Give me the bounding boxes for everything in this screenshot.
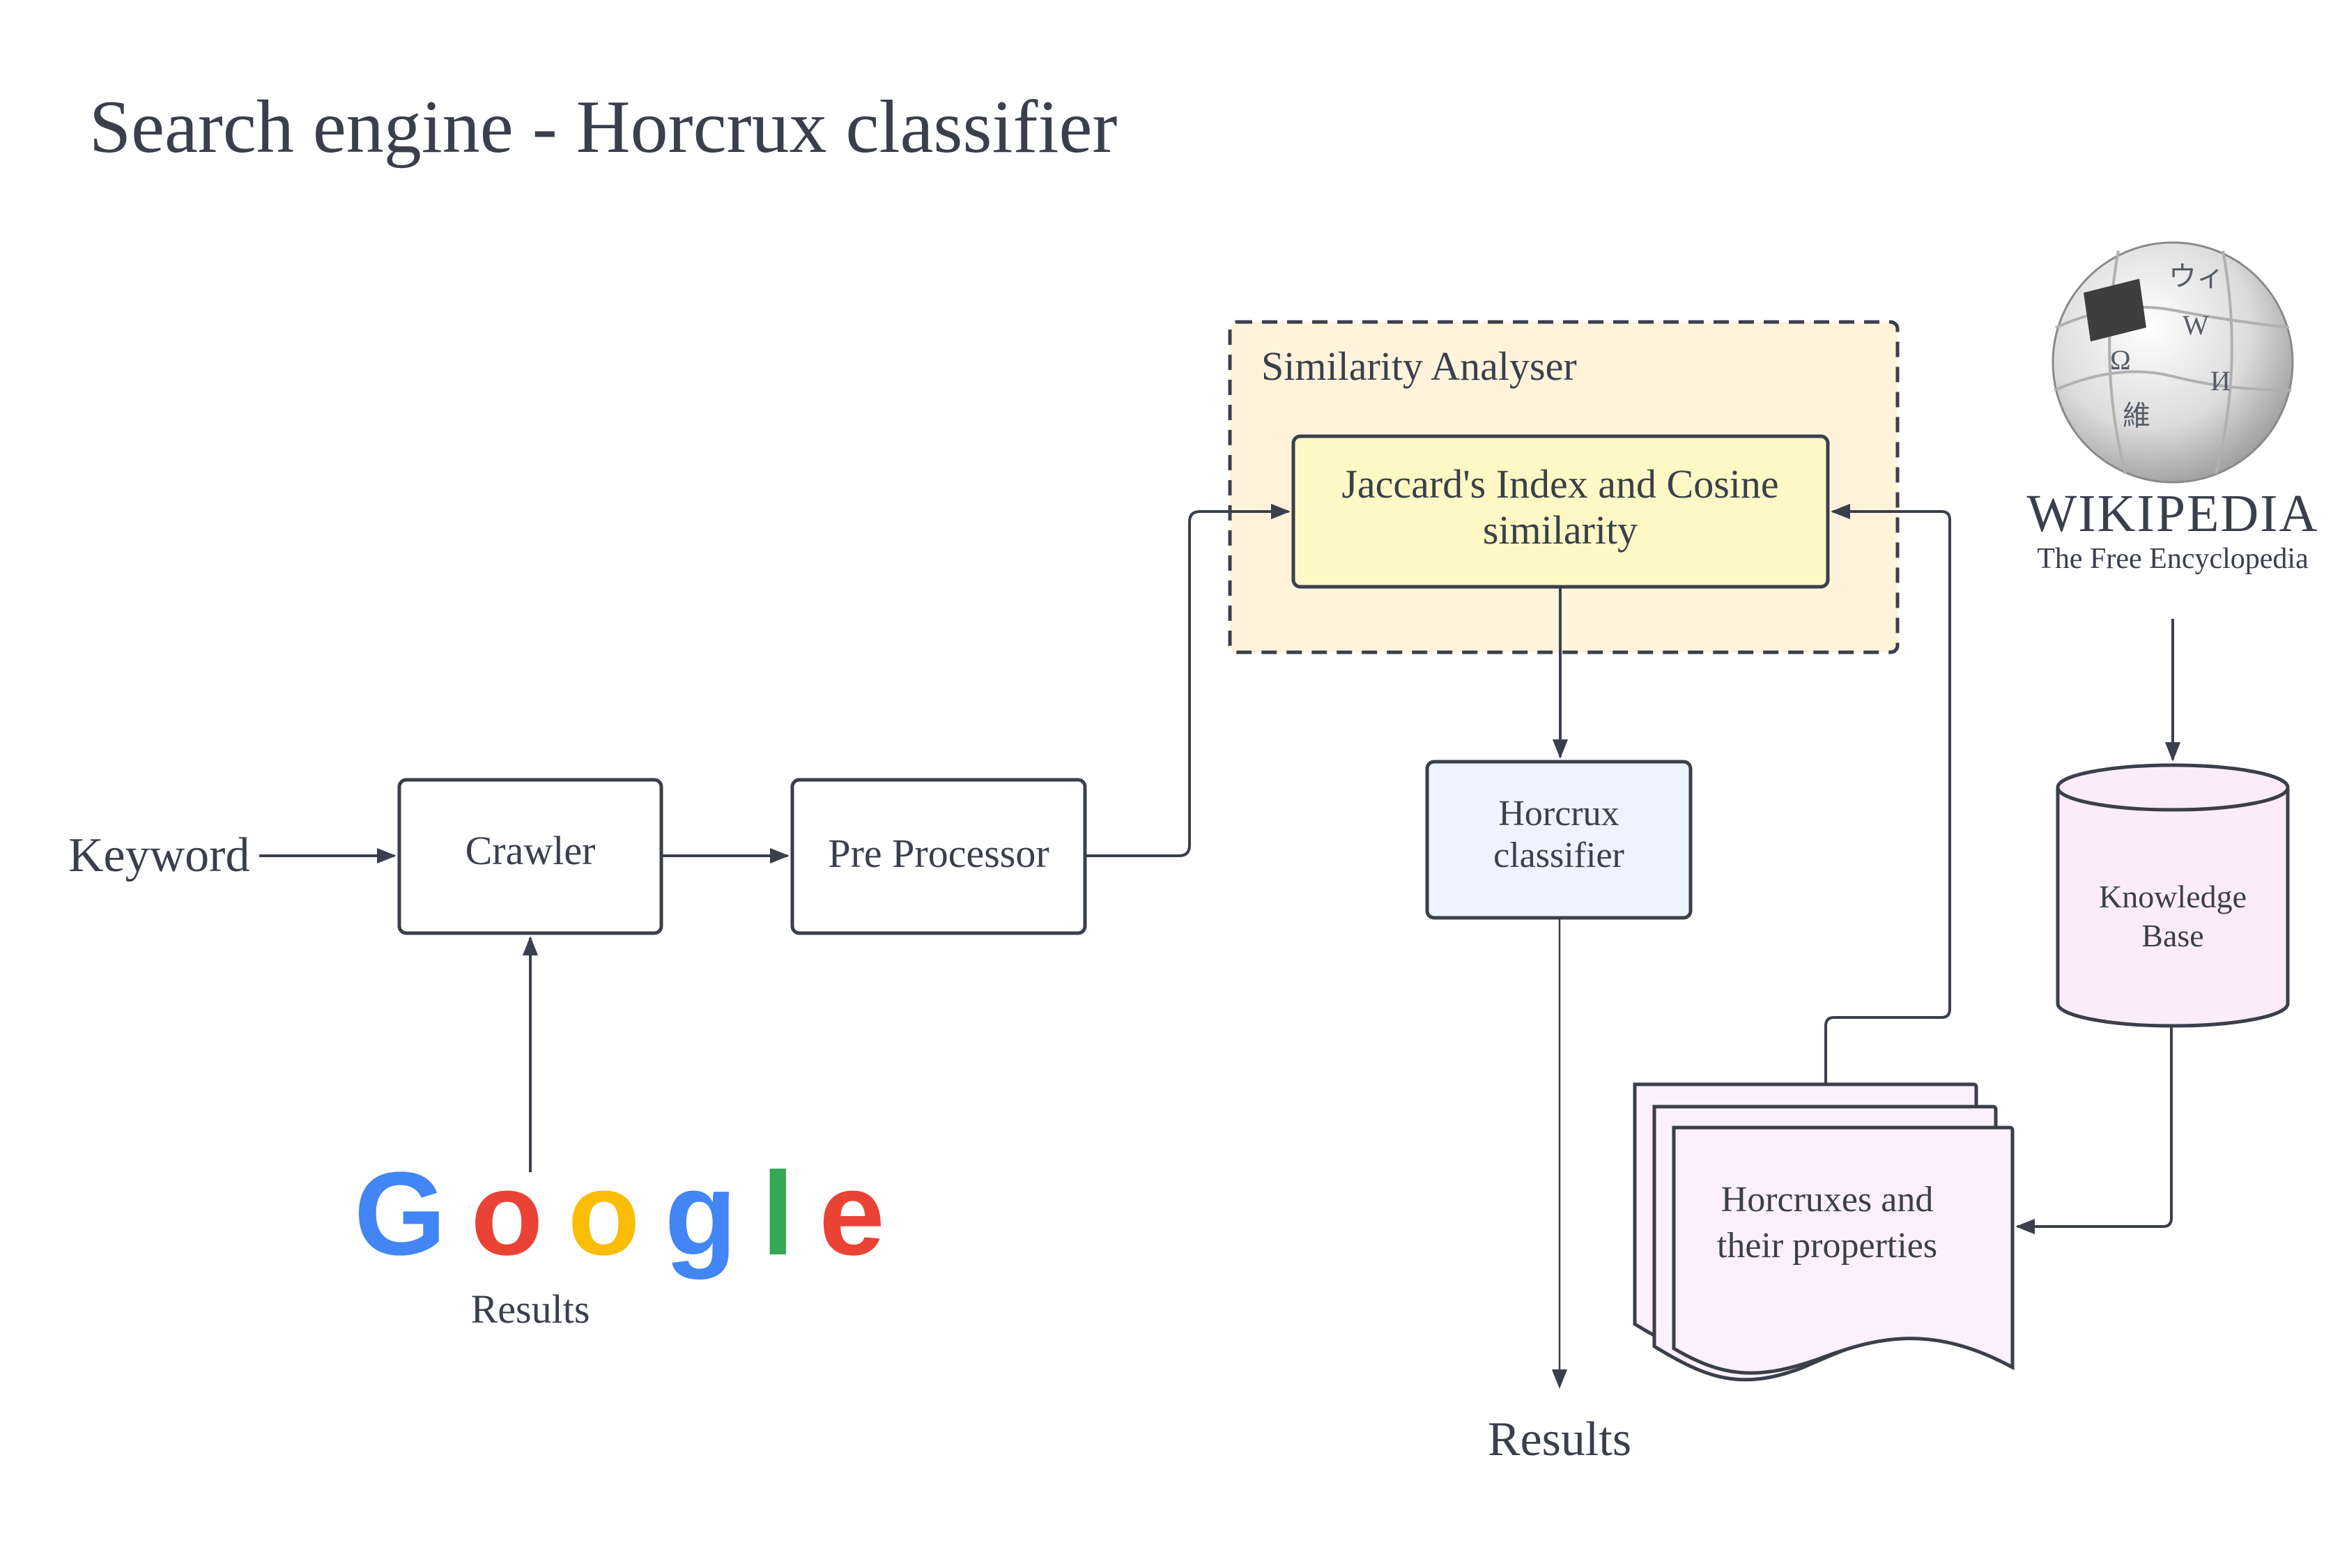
pre-processor-label: Pre Processor — [828, 831, 1049, 876]
knowledge-base-line2: Base — [2141, 918, 2203, 953]
wikipedia-tagline: The Free Encyclopedia — [2037, 543, 2309, 575]
google-letter: l — [762, 1148, 790, 1280]
horcrux-classifier-line2: classifier — [1493, 836, 1624, 875]
similarity-analyser-label: Similarity Analyser — [1261, 344, 1577, 389]
horcrux-classifier-node: Horcrux classifier — [1425, 760, 1693, 920]
svg-text:G o o g: G o o g l e — [354, 1148, 881, 1280]
jaccard-label-line2: similarity — [1483, 507, 1638, 553]
google-letter: G — [354, 1148, 442, 1280]
connectors — [259, 503, 2181, 1389]
globe-glyph: W — [2183, 309, 2209, 341]
google-letter: g — [665, 1148, 733, 1280]
globe-glyph: 維 — [2123, 400, 2150, 431]
google-logo: G o o g l e — [354, 1148, 885, 1280]
wikipedia-wordmark: WIKIPEDIA — [2026, 484, 2318, 543]
horcrux-classifier-line1: Horcrux — [1498, 794, 1619, 833]
google-letter: o — [470, 1148, 539, 1280]
google-letter: o — [568, 1148, 636, 1280]
jaccard-cosine-node: Jaccard's Index and Cosine similarity — [1291, 434, 1830, 589]
globe-glyph: И — [2210, 365, 2231, 397]
google-results-caption: Results — [471, 1286, 590, 1332]
google-letter: e — [819, 1148, 881, 1280]
crawler-label: Crawler — [465, 828, 596, 873]
globe-glyph: ウィ — [2169, 261, 2224, 292]
knowledge-base-line1: Knowledge — [2099, 879, 2247, 914]
keyword-label: Keyword — [68, 829, 249, 882]
pre-processor-node: Pre Processor — [790, 778, 1087, 935]
wikipedia-logo: Ω W И 維 ウィ — [2052, 241, 2294, 484]
horcruxes-documents-node: Horcruxes and their properties — [1633, 1082, 2015, 1382]
jaccard-label-line1: Jaccard's Index and Cosine — [1341, 461, 1778, 507]
arrow-preprocessor-to-jaccard — [1085, 503, 1291, 857]
final-results-label: Results — [1488, 1413, 1631, 1466]
knowledge-base-node: Knowledge Base — [2056, 763, 2290, 1028]
horcruxes-line2: their properties — [1717, 1226, 1937, 1266]
crawler-node: Crawler — [397, 778, 663, 935]
globe-glyph: Ω — [2110, 344, 2131, 376]
arrow-horcruxes-to-jaccard — [1824, 503, 1951, 1084]
arrow-knowledge-to-horcruxes — [2015, 1026, 2173, 1235]
page-title: Search engine - Horcrux classifier — [89, 86, 1117, 169]
horcruxes-line1: Horcruxes and — [1721, 1180, 1934, 1220]
